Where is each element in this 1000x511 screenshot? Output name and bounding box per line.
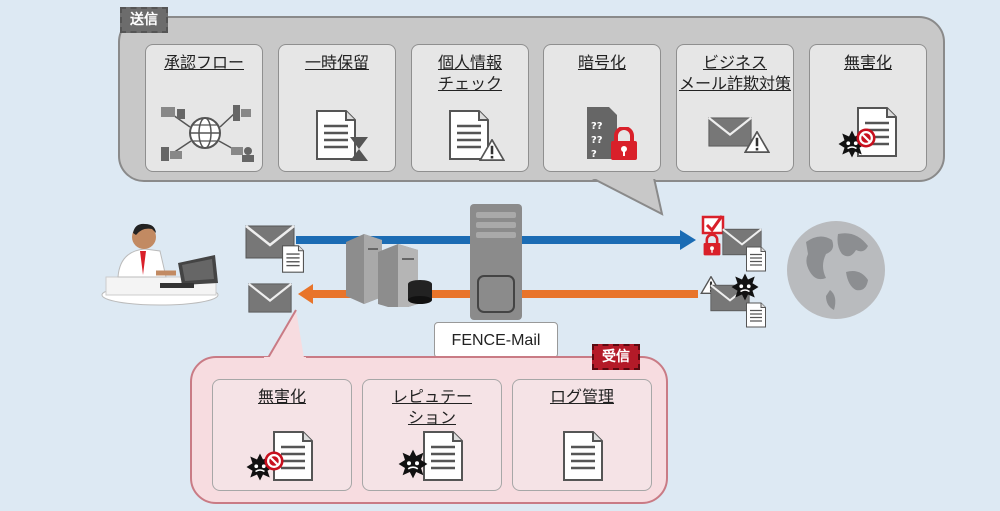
send-badge: 送信 <box>120 7 168 33</box>
card-title: レピュテー ション <box>391 387 472 427</box>
card-title: 無害化 <box>843 53 892 72</box>
document-malware-icon <box>397 430 463 482</box>
feature-card-encryption: 暗号化 ?? ?? ? <box>543 44 661 172</box>
card-title: 無害化 <box>257 387 306 406</box>
send-panel-pointer <box>590 178 664 216</box>
card-title: 一時保留 <box>304 53 369 72</box>
svg-text:?: ? <box>591 149 597 160</box>
feature-card-bec-countermeasure: ビジネス メール詐欺対策 <box>676 44 794 172</box>
user-at-computer-icon <box>101 223 219 306</box>
fence-mail-server-icon <box>470 204 522 320</box>
feature-card-temporary-hold: 一時保留 <box>278 44 396 172</box>
fence-mail-label: FENCE-Mail <box>434 322 558 358</box>
svg-text:??: ?? <box>591 135 603 146</box>
feature-card-log-management: ログ管理 <box>512 379 652 491</box>
receive-badge: 受信 <box>592 344 640 370</box>
feature-card-reputation: レピュテー ション <box>362 379 502 491</box>
external-mail-status-icons <box>700 215 766 328</box>
card-title: 承認フロー <box>163 53 244 72</box>
mail-warning-icon <box>708 117 770 153</box>
feature-card-personal-info-check: 個人情報 チェック <box>411 44 529 172</box>
svg-text:??: ?? <box>591 121 603 132</box>
network-approval-icon <box>161 105 254 162</box>
document-warning-icon <box>449 110 505 161</box>
document-log-icon <box>563 430 603 482</box>
card-title: ビジネス メール詐欺対策 <box>678 53 791 93</box>
encrypted-document-lock-icon: ?? ?? ? <box>587 107 639 161</box>
feature-card-sanitize-receive: 無害化 <box>212 379 352 491</box>
card-title: 個人情報 チェック <box>437 53 502 93</box>
document-sanitize-icon <box>837 107 897 159</box>
document-hourglass-icon <box>316 110 368 161</box>
globe-icon <box>787 221 885 319</box>
receive-panel-pointer <box>264 309 306 360</box>
feature-card-approval-flow: 承認フロー <box>145 44 263 172</box>
document-sanitize-icon <box>245 430 313 482</box>
card-title: 暗号化 <box>577 53 626 72</box>
card-title: ログ管理 <box>549 387 614 406</box>
server-cluster-icon <box>346 234 432 307</box>
feature-card-sanitize: 無害化 <box>809 44 927 172</box>
